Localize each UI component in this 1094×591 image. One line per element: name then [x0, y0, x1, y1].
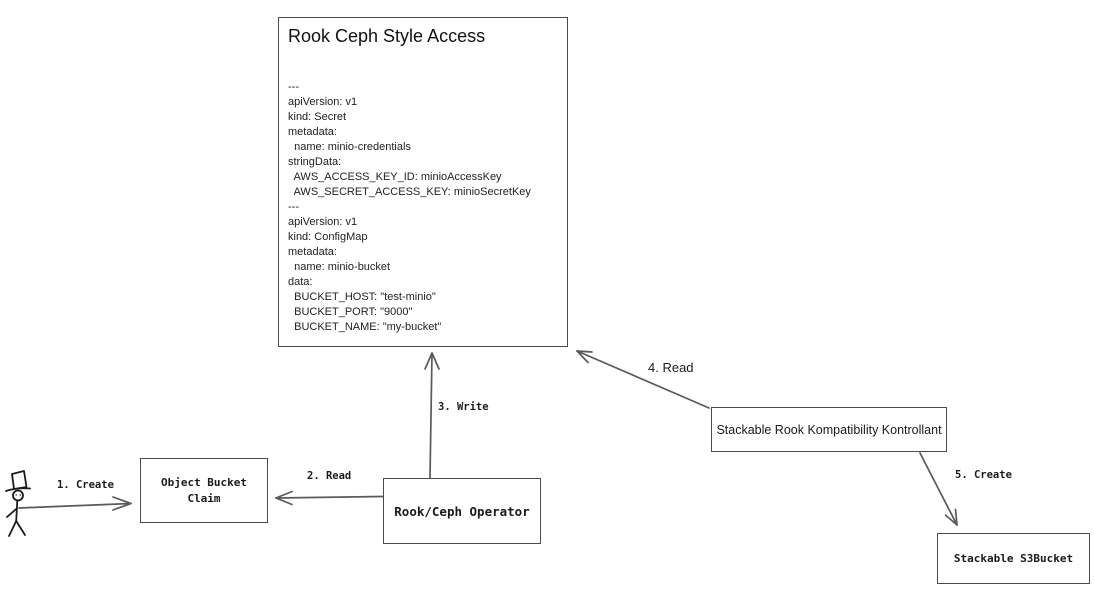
node-label-kontrollant: Stackable Rook Kompatibility Kontrollant — [716, 422, 942, 437]
edge-label-3-write: 3. Write — [438, 401, 489, 413]
user-stick-figure-icon — [5, 470, 31, 537]
arrow-1-create — [18, 496, 132, 511]
node-stackable-s3bucket: Stackable S3Bucket — [937, 533, 1090, 584]
arrow-2-read — [275, 490, 384, 506]
edge-label-1-create: 1. Create — [57, 479, 114, 491]
main-box-title: Rook Ceph Style Access — [288, 26, 486, 46]
edge-label-4-read: 4. Read — [648, 360, 694, 375]
edge-label-5-create: 5. Create — [955, 469, 1012, 481]
node-label-rook-ceph-operator: Rook/Ceph Operator — [394, 503, 530, 519]
edge-label-2-read: 2. Read — [307, 470, 352, 482]
node-label-object-bucket-claim: Object Bucket Claim — [160, 475, 248, 505]
node-rook-ceph-operator: Rook/Ceph Operator — [383, 478, 541, 544]
arrow-3-write — [424, 352, 440, 479]
node-stackable-rook-kompatibility-kontrollant: Stackable Rook Kompatibility Kontrollant — [711, 407, 947, 452]
node-label-stackable-s3bucket: Stackable S3Bucket — [953, 552, 1074, 565]
arrow-5-create — [919, 452, 958, 526]
node-rook-ceph-style-access: Rook Ceph Style Access ---apiVersion: v1… — [278, 17, 568, 347]
node-object-bucket-claim: Object Bucket Claim — [140, 458, 268, 523]
